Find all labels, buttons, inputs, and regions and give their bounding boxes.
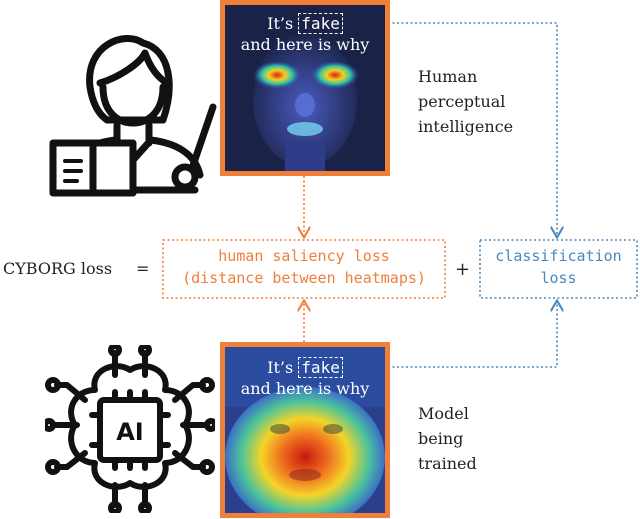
caption-reason-bottom: and here is why xyxy=(240,379,370,398)
human-label-line1: Human xyxy=(418,67,478,86)
arrow-bottom-fake-to-class-loss xyxy=(343,302,557,368)
human-loss-line1: human saliency loss xyxy=(218,247,390,265)
human-saliency-image: It’s fake and here is why xyxy=(220,0,390,176)
human-loss-line2: (distance between heatmaps) xyxy=(182,269,426,287)
human-face-caption: It’s fake and here is why xyxy=(225,13,385,55)
model-face-heatmap xyxy=(225,347,385,513)
ai-chip-label: AI xyxy=(116,418,144,446)
classification-loss-box: classification loss xyxy=(480,240,637,298)
arrow-top-fake-to-class-loss xyxy=(343,22,557,236)
plus-sign: + xyxy=(455,259,471,280)
human-label: Human perceptual intelligence xyxy=(418,64,513,139)
model-label: Model being trained xyxy=(418,401,477,476)
human-label-line3: intelligence xyxy=(418,117,514,136)
model-label-line3: trained xyxy=(418,454,477,473)
human-loss-box-border xyxy=(162,239,446,299)
human-face-heatmap xyxy=(225,5,385,171)
equals-sign: = xyxy=(136,259,150,278)
fake-word-top: fake xyxy=(298,13,343,34)
caption-its: It’s xyxy=(267,14,299,33)
class-loss-box-border xyxy=(479,239,638,299)
caption-its-bottom: It’s xyxy=(267,358,299,377)
model-face-caption: It’s fake and here is why xyxy=(225,357,385,399)
cyborg-loss-label: CYBORG loss xyxy=(3,259,113,278)
class-loss-line1: classification xyxy=(495,247,622,265)
class-loss-line2: loss xyxy=(540,269,577,287)
caption-reason: and here is why xyxy=(240,35,370,54)
fake-word-bottom: fake xyxy=(298,357,343,378)
model-label-line2: being xyxy=(418,429,464,448)
model-label-line1: Model xyxy=(418,404,469,423)
human-label-line2: perceptual xyxy=(418,92,506,111)
ai-brain-icon: AI xyxy=(45,345,215,513)
teacher-icon xyxy=(49,35,217,197)
model-saliency-image: It’s fake and here is why xyxy=(220,342,390,518)
human-saliency-loss-box: human saliency loss (distance between he… xyxy=(163,240,445,298)
